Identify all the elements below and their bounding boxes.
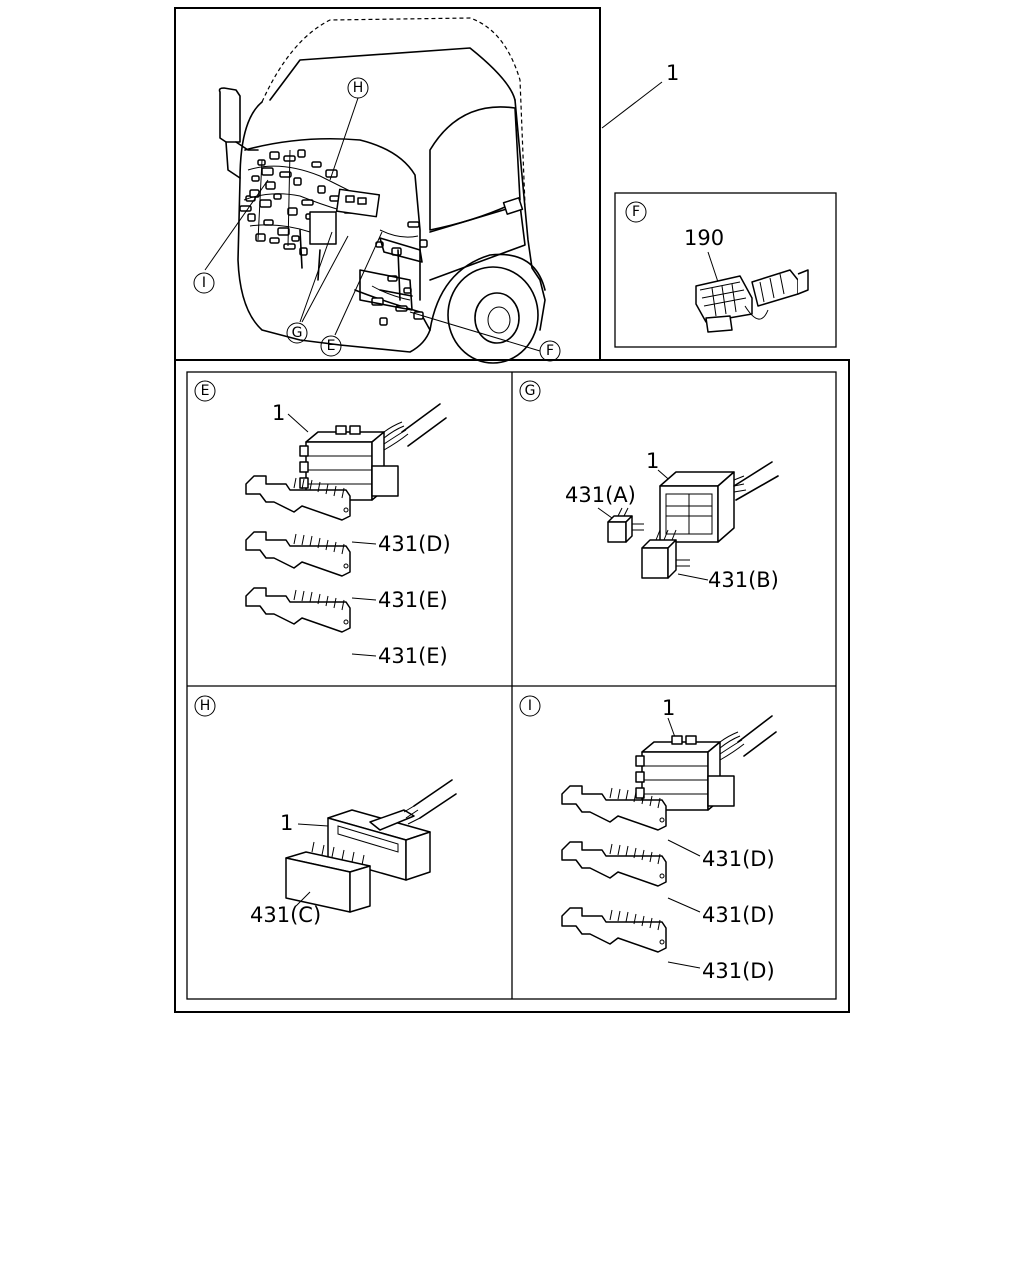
wiring-harness-detail	[299, 188, 423, 311]
panel-h-part-431c: 431(C)	[250, 903, 321, 927]
panel-i-comb-3	[561, 907, 667, 953]
panel-h-letter: H	[194, 695, 216, 717]
cluster-connector	[293, 177, 302, 186]
svg-text:H: H	[200, 698, 211, 714]
panel-e-comb-3	[245, 587, 351, 633]
panel-e-letter: E	[194, 380, 216, 402]
cluster-connector	[263, 219, 274, 226]
panel-i-part-1: 1	[662, 696, 675, 720]
panel-g-part-431b: 431(B)	[708, 568, 779, 592]
cluster-wire	[379, 229, 419, 238]
main-item-label: 1	[666, 61, 679, 85]
callout-f: F	[539, 340, 561, 362]
connector-190	[695, 269, 809, 333]
panel-h: H 1 431(C)	[194, 695, 457, 927]
svg-text:I: I	[202, 275, 206, 291]
cluster-connector	[269, 237, 280, 244]
callout-e: E	[320, 335, 342, 357]
cluster-connector	[255, 233, 266, 242]
cluster-wire	[371, 285, 411, 301]
cluster-connector	[273, 193, 282, 200]
callout-h: H	[347, 77, 369, 99]
cluster-connector	[251, 175, 260, 182]
cluster-connector	[379, 317, 388, 326]
cluster-connector	[239, 205, 252, 212]
panel-g-housing	[659, 461, 779, 543]
panel-i-letter: I	[519, 695, 541, 717]
truck-cab-illustration	[218, 17, 546, 364]
panel-h-housing	[327, 779, 457, 881]
cluster-connector	[311, 161, 322, 168]
cluster-connector	[277, 227, 290, 236]
cluster-connector	[291, 235, 300, 242]
cluster-connector	[301, 199, 314, 206]
cluster-connector	[283, 243, 296, 250]
panel-e-part-431e-1: 431(E)	[378, 588, 448, 612]
panel-g-part-1: 1	[646, 449, 659, 473]
cluster-connector	[279, 171, 292, 178]
svg-text:G: G	[292, 325, 303, 341]
panel-e-connector	[299, 403, 447, 501]
svg-text:F: F	[546, 343, 554, 359]
callout-g: G	[286, 322, 308, 344]
terminal-431c	[285, 841, 371, 913]
cluster-connector	[419, 239, 428, 248]
panel-f-frame	[614, 192, 837, 348]
panel-i: I 1 431(D) 431(D) 431(D)	[519, 695, 777, 983]
svg-text:H: H	[353, 80, 364, 96]
cluster-connector	[297, 149, 306, 158]
callout-i: I	[193, 272, 215, 294]
cluster-wire	[249, 224, 311, 233]
panel-f-letter: F	[625, 201, 647, 223]
svg-text:I: I	[528, 698, 532, 714]
dashboard-wiring-cluster	[239, 149, 428, 326]
terminal-431b	[641, 529, 690, 579]
svg-text:G: G	[525, 383, 536, 399]
panel-g-part-431a: 431(A)	[565, 483, 636, 507]
main-view-frame	[174, 7, 601, 361]
part-190-label: 190	[684, 226, 724, 250]
panel-i-connector	[635, 715, 777, 811]
cluster-connector	[269, 151, 280, 160]
svg-text:F: F	[632, 204, 640, 220]
panel-e-part-431e-2: 431(E)	[378, 644, 448, 668]
panel-g: G 1 431(A) 431(B)	[519, 380, 779, 592]
panel-e-part-431d: 431(D)	[378, 532, 451, 556]
cluster-connector	[317, 185, 326, 194]
panel-i-part-431d-2: 431(D)	[702, 903, 775, 927]
cluster-connector	[265, 181, 276, 190]
cluster-connector	[287, 207, 298, 216]
terminal-431a	[607, 507, 644, 543]
cluster-connector	[259, 199, 272, 208]
cluster-wire	[287, 149, 291, 247]
svg-text:E: E	[327, 338, 336, 354]
cluster-wire	[257, 159, 263, 241]
panel-e-comb-2	[245, 531, 351, 577]
panel-e: E 1 431(D) 431(E) 431(E)	[194, 380, 451, 668]
cluster-wire	[243, 193, 341, 211]
panel-f: F 190	[625, 201, 809, 333]
cluster-connector	[261, 167, 274, 176]
panel-g-letter: G	[519, 380, 541, 402]
panel-i-part-431d-1: 431(D)	[702, 847, 775, 871]
panel-e-part-1: 1	[272, 401, 285, 425]
main-callout-leaders	[204, 81, 663, 352]
panel-i-comb-2	[561, 841, 667, 887]
lower-frame	[174, 359, 850, 1013]
panel-i-part-431d-3: 431(D)	[702, 959, 775, 983]
cluster-connector	[407, 221, 420, 228]
cluster-connector	[247, 213, 256, 222]
panel-h-part-1: 1	[280, 811, 293, 835]
svg-text:E: E	[201, 383, 210, 399]
